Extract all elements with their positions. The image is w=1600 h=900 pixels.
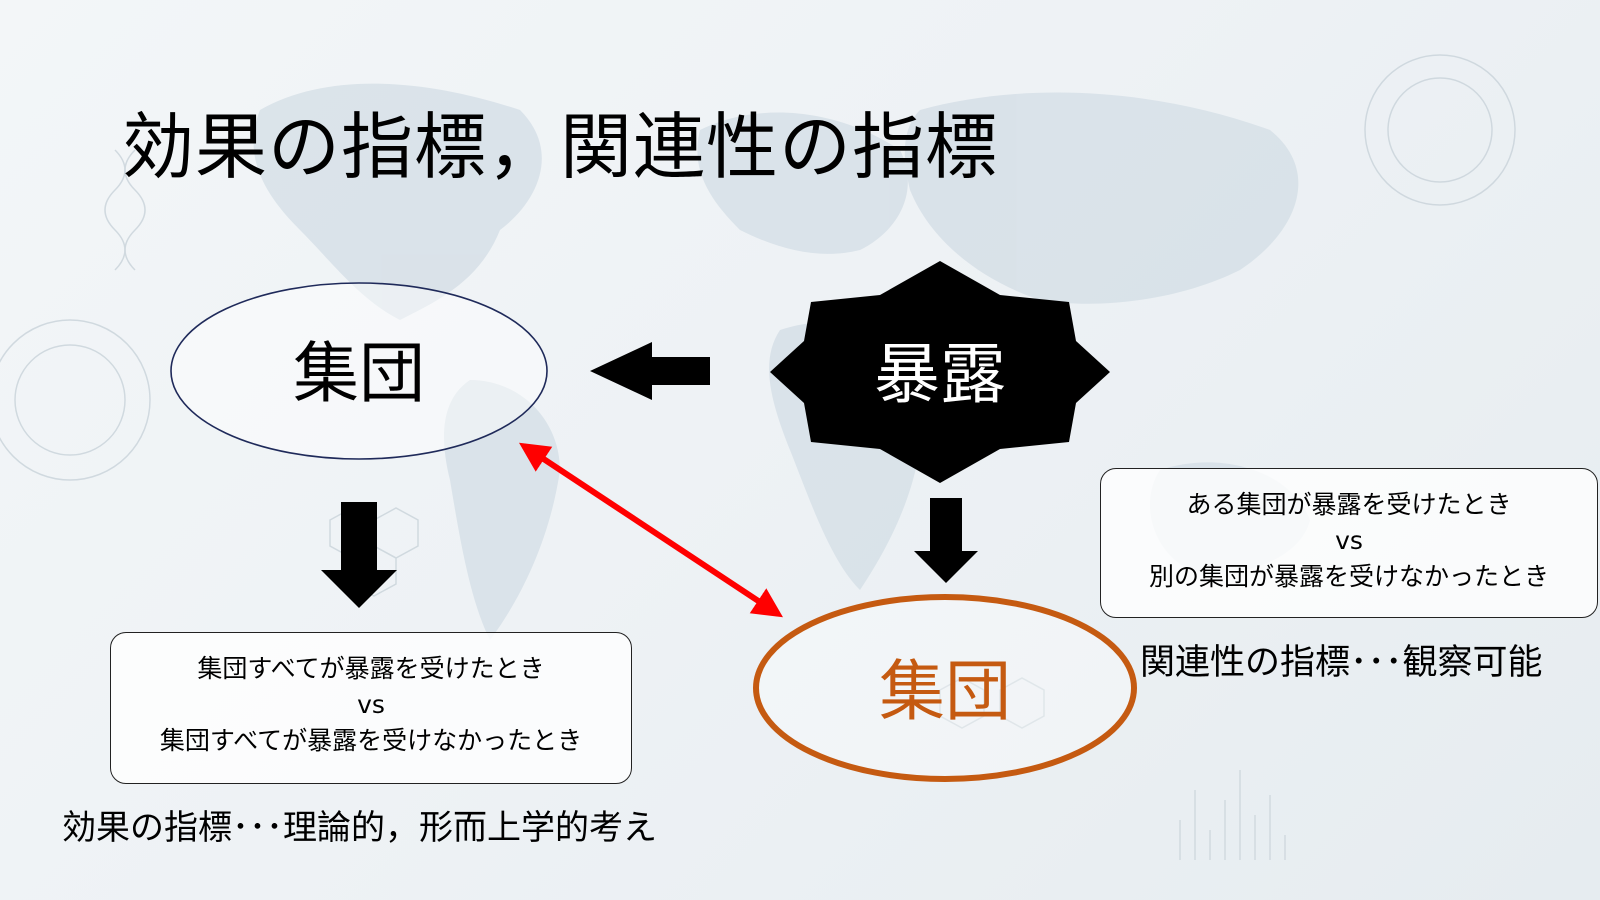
effect-line-3: 集団すべてが暴露を受けなかったとき xyxy=(159,726,583,755)
group-ellipse-bottom xyxy=(753,594,1137,782)
double-arrow-association xyxy=(518,442,784,618)
arrow-exposure-to-group xyxy=(590,342,710,400)
effect-line-2: vs xyxy=(357,690,385,719)
association-line-2: vs xyxy=(1335,526,1363,555)
group-ellipse-top xyxy=(170,282,548,460)
association-definition-box: ある集団が暴露を受けたとき vs 別の集団が暴露を受けなかったとき xyxy=(1100,468,1598,618)
exposure-starburst xyxy=(770,261,1110,483)
group-label-top: 集団 xyxy=(293,335,425,412)
exposure-label: 暴露 xyxy=(874,336,1006,413)
association-line-3: 別の集団が暴露を受けなかったとき xyxy=(1148,562,1549,591)
association-caption: 関連性の指標･･･観察可能 xyxy=(1140,643,1543,683)
effect-line-1: 集団すべてが暴露を受けたとき xyxy=(197,654,545,683)
effect-definition-box: 集団すべてが暴露を受けたとき vs 集団すべてが暴露を受けなかったとき xyxy=(110,632,632,784)
arrow-exposure-down xyxy=(914,498,978,583)
slide-title: 効果の指標，関連性の指標 xyxy=(122,105,999,189)
association-line-1: ある集団が暴露を受けたとき xyxy=(1186,490,1512,519)
group-label-bottom: 集団 xyxy=(879,653,1011,730)
effect-caption: 効果の指標･･･理論的，形而上学的考え xyxy=(62,808,657,848)
arrow-group-down xyxy=(321,502,397,608)
